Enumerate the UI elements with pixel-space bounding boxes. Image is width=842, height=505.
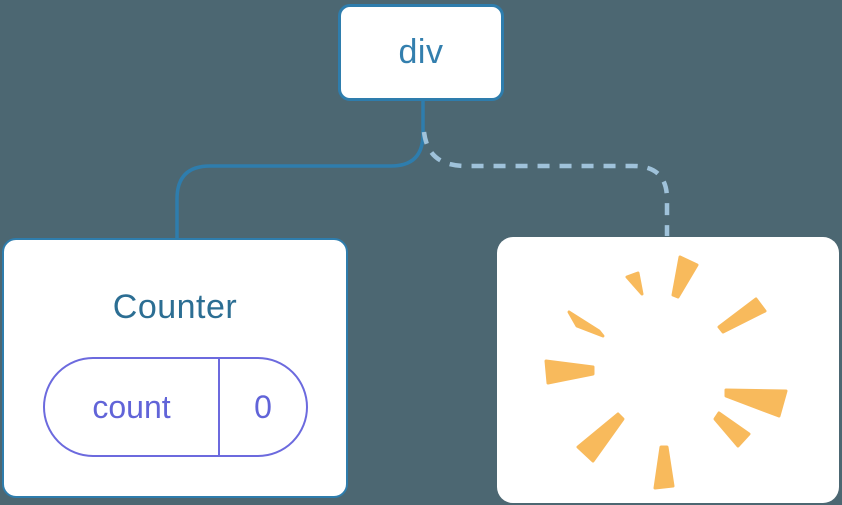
state-pill-key: count <box>92 388 171 425</box>
root-node-label: div <box>398 33 444 71</box>
counter-node-title: Counter <box>112 288 238 326</box>
counter-node: Counter count 0 <box>2 238 348 498</box>
state-pill-value-cell: 0 <box>218 359 306 455</box>
connector-kept-child-line <box>175 101 425 239</box>
state-pill: count 0 <box>43 357 308 457</box>
state-pill-value: 0 <box>254 388 272 425</box>
root-node-div: div <box>338 4 504 101</box>
connector-removed-child-dashed-line <box>421 131 670 236</box>
poof-starburst-icon <box>544 255 788 490</box>
state-pill-key-cell: count <box>45 359 218 455</box>
removed-node <box>497 237 839 503</box>
